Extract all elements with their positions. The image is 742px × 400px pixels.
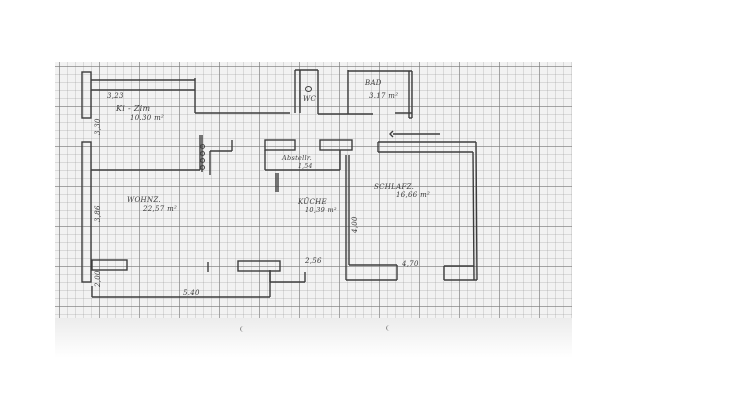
dimension-left-lower: 2,00 (94, 270, 102, 287)
dimension-bottom-right: 4,70 (402, 260, 419, 268)
punch-hole-right (386, 325, 393, 331)
room-label-ki-zim: Ki - Zim (116, 104, 151, 113)
room-label-wohnz: WOHNZ. (127, 196, 161, 204)
dimension-ki-zim-width: 3,23 (107, 92, 124, 100)
area-abstellraum: 1,54 (298, 163, 313, 170)
stove-burner-icon (200, 158, 205, 163)
stove-burner-icon (200, 165, 205, 170)
dimension-bottom-wohnz: 5.40 (183, 289, 200, 297)
toilet-icon (305, 86, 312, 92)
room-label-schlafz: SCHLAFZ. (374, 183, 415, 191)
room-label-abstellraum: Abstellr. (282, 154, 312, 162)
stove-burner-icon (200, 144, 205, 149)
paper-bottom-margin (55, 318, 572, 358)
dimension-kuche-side: 4,00 (351, 216, 359, 233)
room-label-kuche: KÜCHE (298, 198, 327, 206)
area-bad: 3.17 m² (369, 92, 399, 100)
stove-burner-icon (200, 151, 205, 156)
area-wohnz: 22,57 m² (143, 205, 178, 213)
dimension-left-upper: 3,30 (94, 118, 102, 135)
dimension-bottom-mid: 2,56 (305, 257, 322, 265)
room-label-bad: BAD (365, 79, 382, 87)
graph-paper (55, 62, 572, 318)
area-schlafz: 16,66 m² (396, 191, 431, 199)
punch-hole-left (240, 326, 247, 332)
dimension-left-middle: 3,86 (94, 205, 102, 222)
room-label-wc: WC (303, 95, 317, 103)
area-ki-zim: 10.30 m² (130, 114, 165, 122)
area-kuche: 10,39 m² (305, 206, 337, 214)
